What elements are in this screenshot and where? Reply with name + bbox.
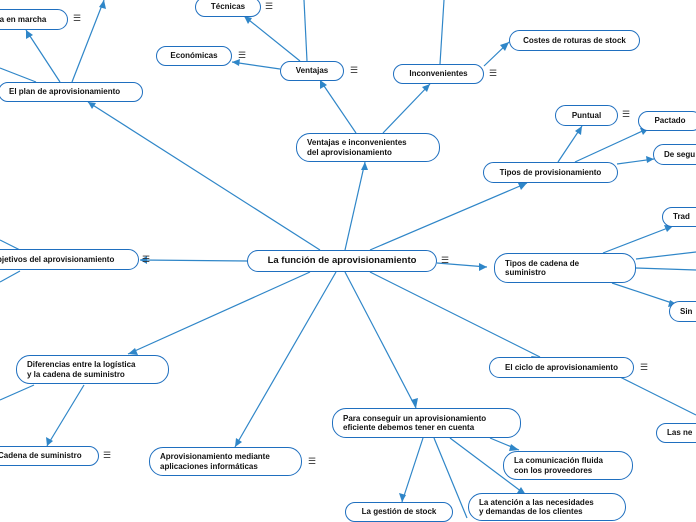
ciclo-aprovisionamiento-node[interactable]: El ciclo de aprovisionamiento	[489, 357, 634, 378]
costes-roturas-node[interactable]: Costes de roturas de stock	[509, 30, 640, 51]
pactado-node[interactable]: Pactado	[638, 111, 696, 131]
cadena-suministro-node[interactable]: Cadena de suministro	[0, 446, 99, 466]
tipos-provisionamiento-node[interactable]: Tipos de provisionamiento	[483, 162, 618, 183]
puesta-en-marcha-node[interactable]: ta en marcha	[0, 9, 68, 30]
plan-aprovisionamiento-node[interactable]: El plan de aprovisionamiento	[0, 82, 143, 102]
inconvenientes-node[interactable]: Inconvenientes	[393, 64, 484, 84]
aplicaciones-node[interactable]: Aprovisionamiento mediante aplicaciones …	[149, 447, 302, 476]
las-necesidades-node[interactable]: Las ne	[656, 423, 696, 443]
comunicacion-node[interactable]: La comunicación fluida con los proveedor…	[503, 451, 633, 480]
conseguir-node[interactable]: Para conseguir un aprovisionamiento efic…	[332, 408, 521, 438]
central-topic-node[interactable]: La función de aprovisionamiento	[247, 250, 437, 272]
ciclo-menu-icon[interactable]: ☰	[640, 362, 649, 372]
diferencias-node[interactable]: Diferencias entre la logística y la cade…	[16, 355, 169, 384]
trad-node[interactable]: Trad	[662, 207, 696, 227]
central-topic-menu-icon[interactable]: ☰	[441, 255, 450, 265]
economicas-node[interactable]: Económicas	[156, 46, 232, 66]
atencion-node[interactable]: La atención a las necesidades y demandas…	[468, 493, 626, 521]
puntual-node[interactable]: Puntual	[555, 105, 618, 126]
ventajas-menu-icon[interactable]: ☰	[350, 65, 359, 75]
cadena-suministro-menu-icon[interactable]: ☰	[103, 450, 112, 460]
tecnicas-menu-icon[interactable]: ☰	[265, 1, 274, 11]
inconvenientes-menu-icon[interactable]: ☰	[489, 68, 498, 78]
puesta-en-marcha-menu-icon[interactable]: ☰	[73, 13, 82, 23]
puntual-menu-icon[interactable]: ☰	[622, 109, 631, 119]
tipos-cadena-node[interactable]: Tipos de cadena de suministro	[494, 253, 636, 283]
objetivos-menu-icon[interactable]: ☰	[142, 254, 151, 264]
aplicaciones-menu-icon[interactable]: ☰	[308, 456, 317, 466]
sin-node[interactable]: Sin	[669, 301, 696, 322]
ventajas-node[interactable]: Ventajas	[280, 61, 344, 81]
ventajas-inconvenientes-node[interactable]: Ventajas e inconvenientes del aprovision…	[296, 133, 440, 162]
gestion-stock-node[interactable]: La gestión de stock	[345, 502, 453, 522]
de-seguridad-node[interactable]: De segu	[653, 144, 696, 165]
objetivos-node[interactable]: bjetivos del aprovisionamiento	[0, 249, 139, 270]
economicas-menu-icon[interactable]: ☰	[238, 50, 247, 60]
tecnicas-node[interactable]: Técnicas	[195, 0, 261, 17]
